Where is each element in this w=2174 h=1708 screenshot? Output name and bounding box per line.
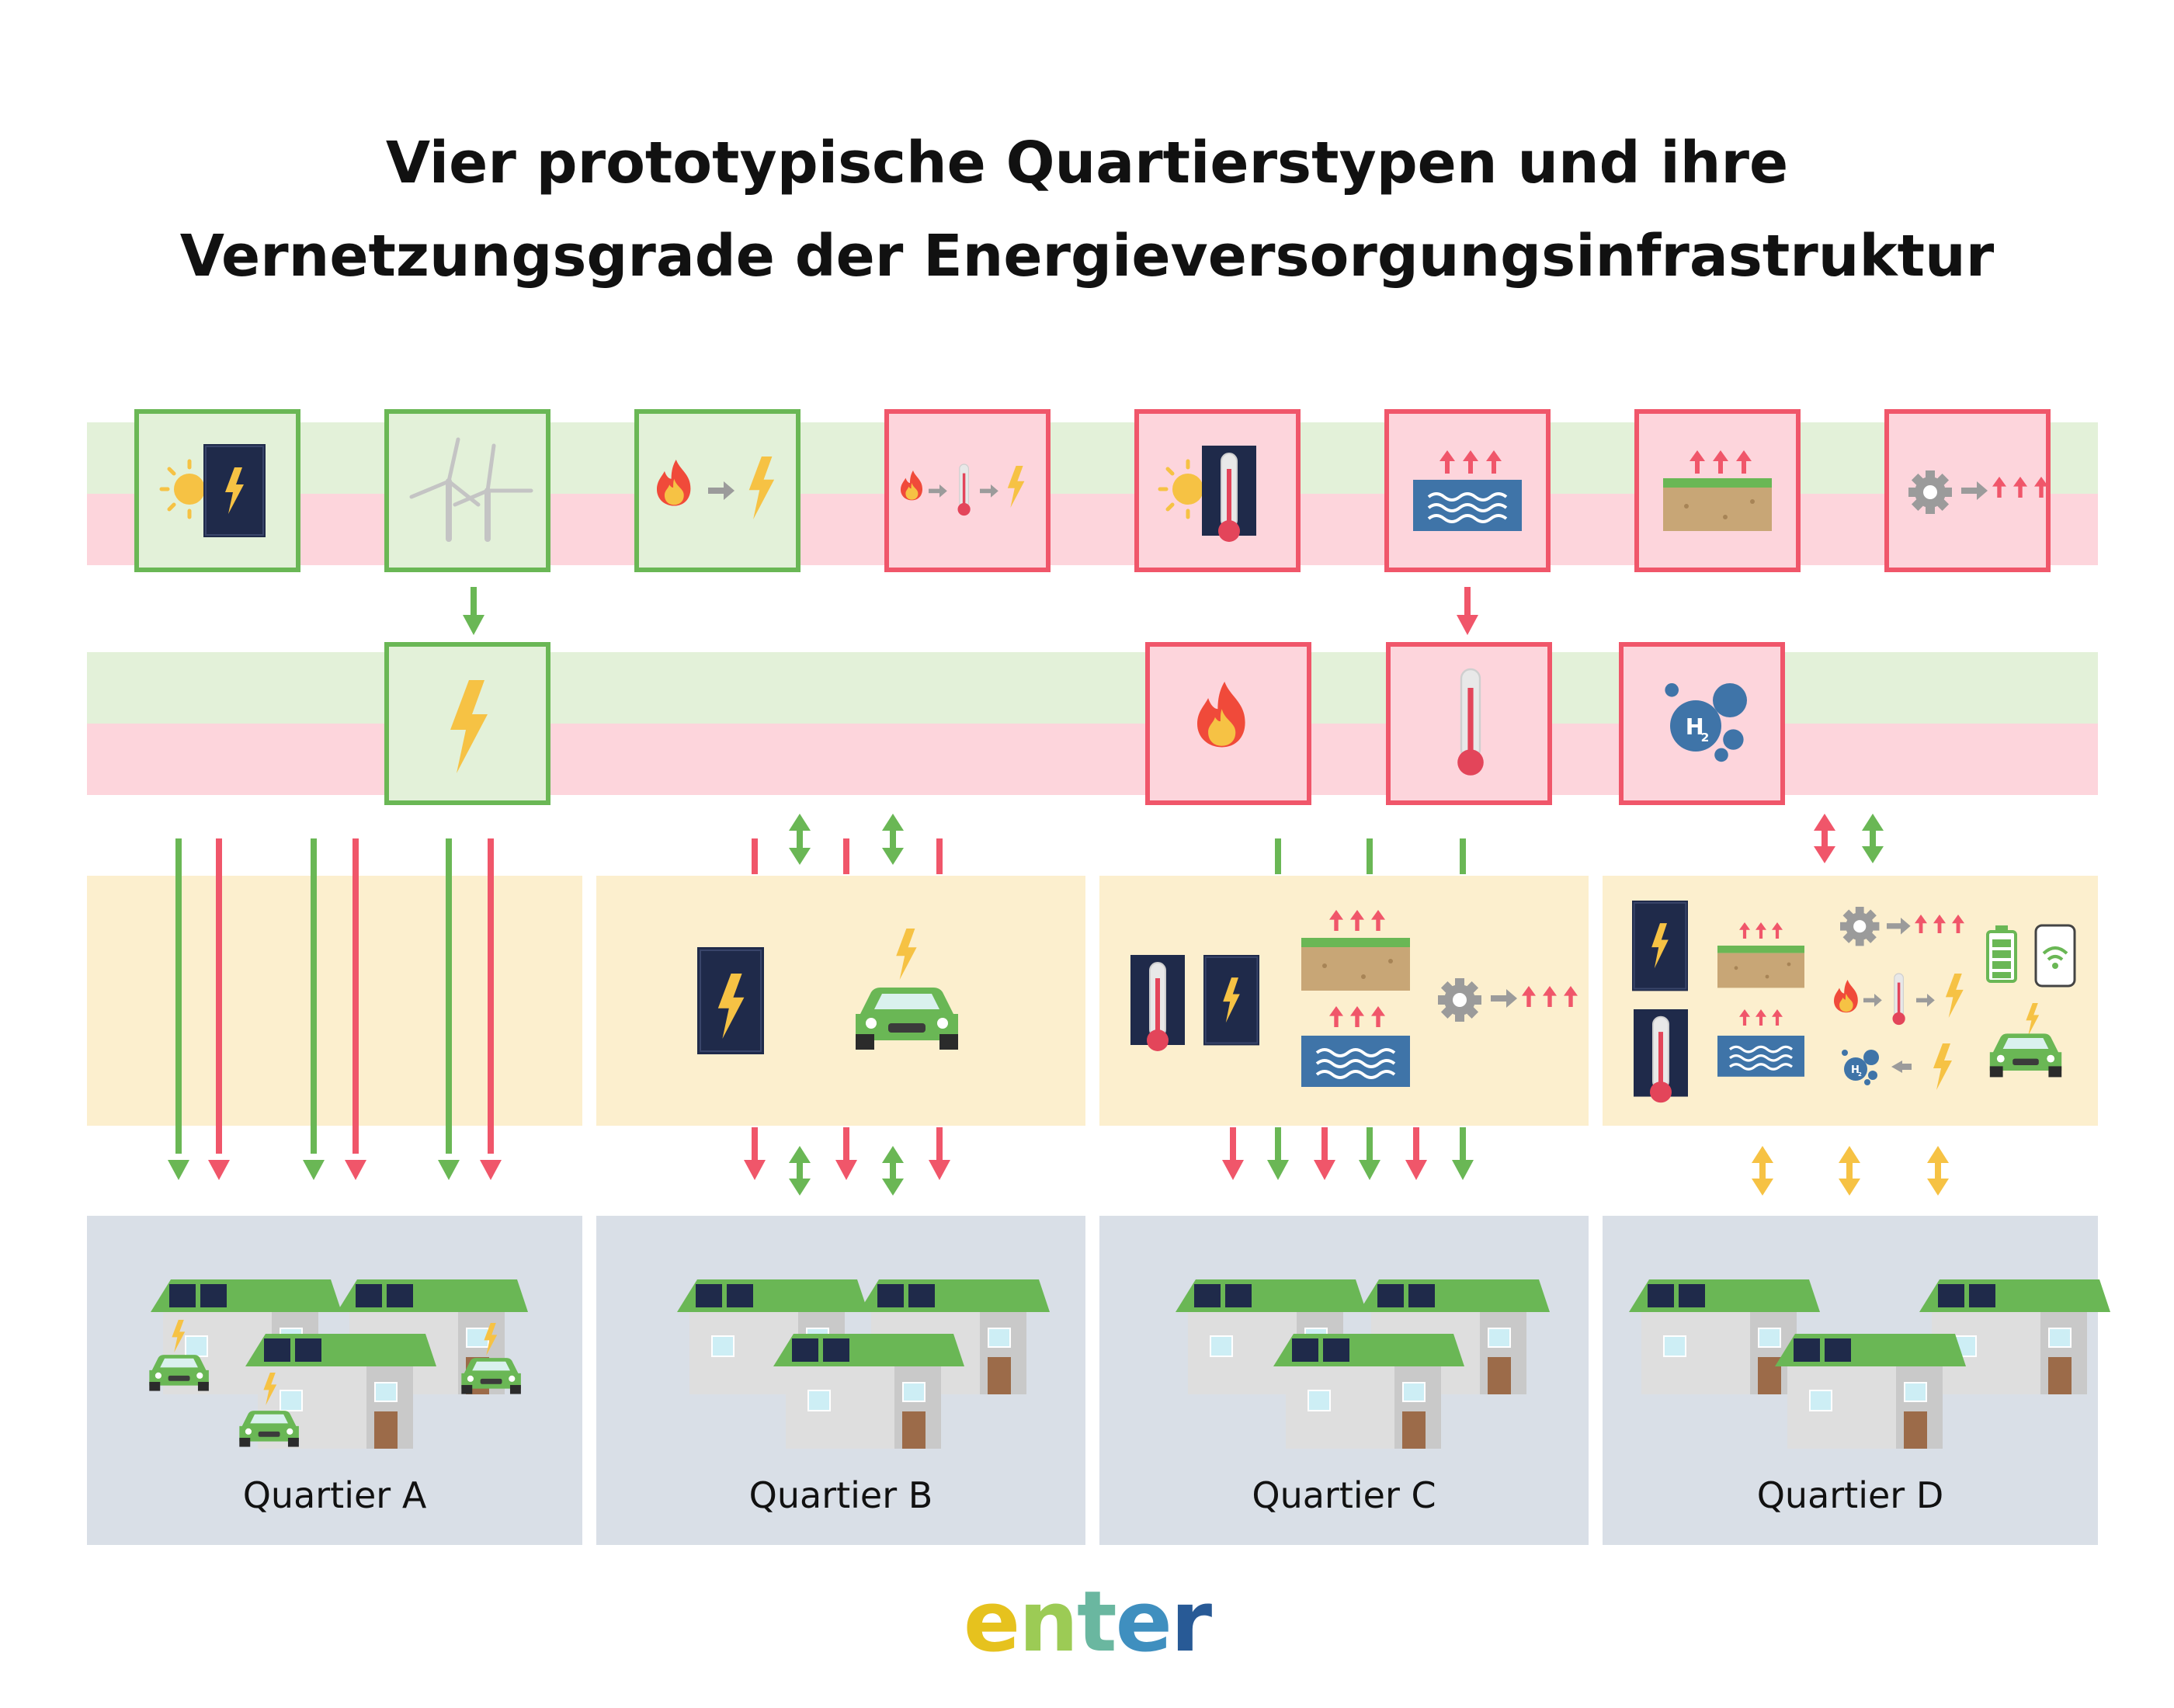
supply-water-heat bbox=[1384, 409, 1551, 572]
title-line-2: Vernetzungsgrade der Energieversorgungsi… bbox=[179, 223, 1995, 290]
ground-heat-source-icon bbox=[1717, 946, 1804, 988]
heat-up-arrows-icon bbox=[1329, 910, 1385, 931]
heat-up-arrows-icon bbox=[1739, 922, 1783, 939]
water-heat-source-icon bbox=[1300, 1034, 1412, 1088]
quartier-d-label: Quartier D bbox=[1757, 1474, 1944, 1516]
supply-connector-arrows bbox=[463, 587, 1478, 635]
heat-up-arrows-icon bbox=[1329, 1006, 1385, 1027]
solar-pv-icon bbox=[203, 444, 266, 537]
electric-car-icon bbox=[1989, 1033, 2062, 1078]
quartier-a-grid-arrows bbox=[168, 838, 502, 1180]
quartier-a-label: Quartier A bbox=[243, 1474, 427, 1516]
heat-up-arrows-icon bbox=[1439, 450, 1502, 474]
title-line-1: Vier prototypische Quartierstypen und ih… bbox=[385, 130, 1789, 196]
quartier-b-local-assets bbox=[697, 929, 958, 1054]
network-hydrogen bbox=[1619, 642, 1785, 805]
supply-ground-heat bbox=[1634, 409, 1801, 572]
heat-up-arrows-icon bbox=[1739, 1009, 1783, 1026]
quartier-d-grid-arrows bbox=[1752, 814, 1949, 1196]
heat-up-arrows-icon bbox=[1690, 450, 1752, 474]
electric-car-icon bbox=[856, 988, 958, 1050]
quartier-c-grid-arrows bbox=[1222, 838, 1474, 1180]
supply-heat-pump bbox=[1884, 409, 2051, 572]
quartier-b-grid-arrows bbox=[744, 814, 950, 1196]
electrolysis-icon bbox=[1842, 1043, 1952, 1090]
ground-heat-source-icon bbox=[1301, 938, 1410, 991]
supply-solar-thermal bbox=[1134, 409, 1301, 572]
water-heat-source-icon bbox=[1716, 1034, 1806, 1078]
water-heat-source-icon bbox=[1412, 478, 1523, 533]
network-gas bbox=[1145, 642, 1311, 805]
district-heating-icon bbox=[1456, 668, 1485, 776]
network-electricity bbox=[384, 642, 550, 805]
local-generation-row bbox=[87, 876, 2098, 1126]
quartier-b-label: Quartier B bbox=[749, 1474, 933, 1516]
enter-logo: enter bbox=[963, 1574, 1212, 1671]
network-district-heating bbox=[1386, 642, 1552, 805]
solar-thermal-icon bbox=[1634, 1009, 1688, 1102]
solar-thermal-icon bbox=[1202, 446, 1256, 542]
wind-turbine-icon bbox=[409, 437, 533, 542]
smart-meter-wifi-icon bbox=[2034, 924, 2076, 988]
supply-wind bbox=[384, 409, 550, 572]
supply-chp bbox=[884, 409, 1051, 572]
page-title: Vier prototypische Quartierstypen und ih… bbox=[0, 116, 2174, 303]
solar-thermal-icon bbox=[1130, 955, 1185, 1051]
quartier-d-local-assets bbox=[1632, 901, 2076, 1102]
solar-pv-icon bbox=[697, 947, 764, 1054]
supply-solar-pv bbox=[134, 409, 300, 572]
ground-heat-source-icon bbox=[1663, 478, 1772, 531]
quartier-c-label: Quartier C bbox=[1252, 1474, 1436, 1516]
supply-fire-to-power bbox=[634, 409, 800, 572]
battery-icon bbox=[1986, 925, 2017, 983]
solar-pv-icon bbox=[1632, 901, 1688, 991]
solar-pv-icon bbox=[1203, 955, 1259, 1045]
